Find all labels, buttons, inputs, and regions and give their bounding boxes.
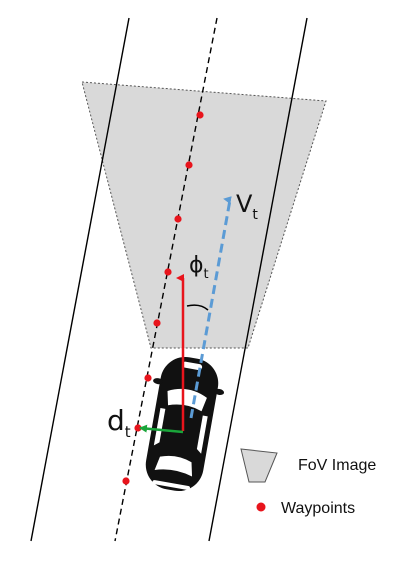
waypoints-group: [122, 111, 204, 485]
waypoint: [122, 477, 130, 485]
velocity-label: Vt: [236, 190, 258, 223]
legend-fov-swatch: [240, 448, 278, 483]
legend: FoV Image Waypoints: [240, 448, 376, 517]
offset-label: dt: [107, 404, 131, 441]
heading-angle-arc: [186, 304, 209, 311]
fov-region: [81, 81, 327, 349]
legend-fov-label: FoV Image: [298, 457, 376, 474]
waypoint: [153, 319, 161, 327]
waypoint: [164, 268, 172, 276]
legend-waypoints-label: Waypoints: [281, 500, 355, 517]
waypoint: [144, 374, 152, 382]
reference-path: [114, 17, 218, 542]
waypoint: [185, 161, 193, 169]
offset-arrow: [139, 424, 184, 434]
waypoint: [196, 111, 204, 119]
waypoint: [174, 215, 182, 223]
road-right-edge: [208, 17, 308, 542]
legend-waypoint-marker: [256, 502, 266, 512]
velocity-arrow: [189, 196, 232, 419]
road-left-edge: [30, 17, 130, 542]
heading-label: ϕt: [189, 253, 209, 282]
